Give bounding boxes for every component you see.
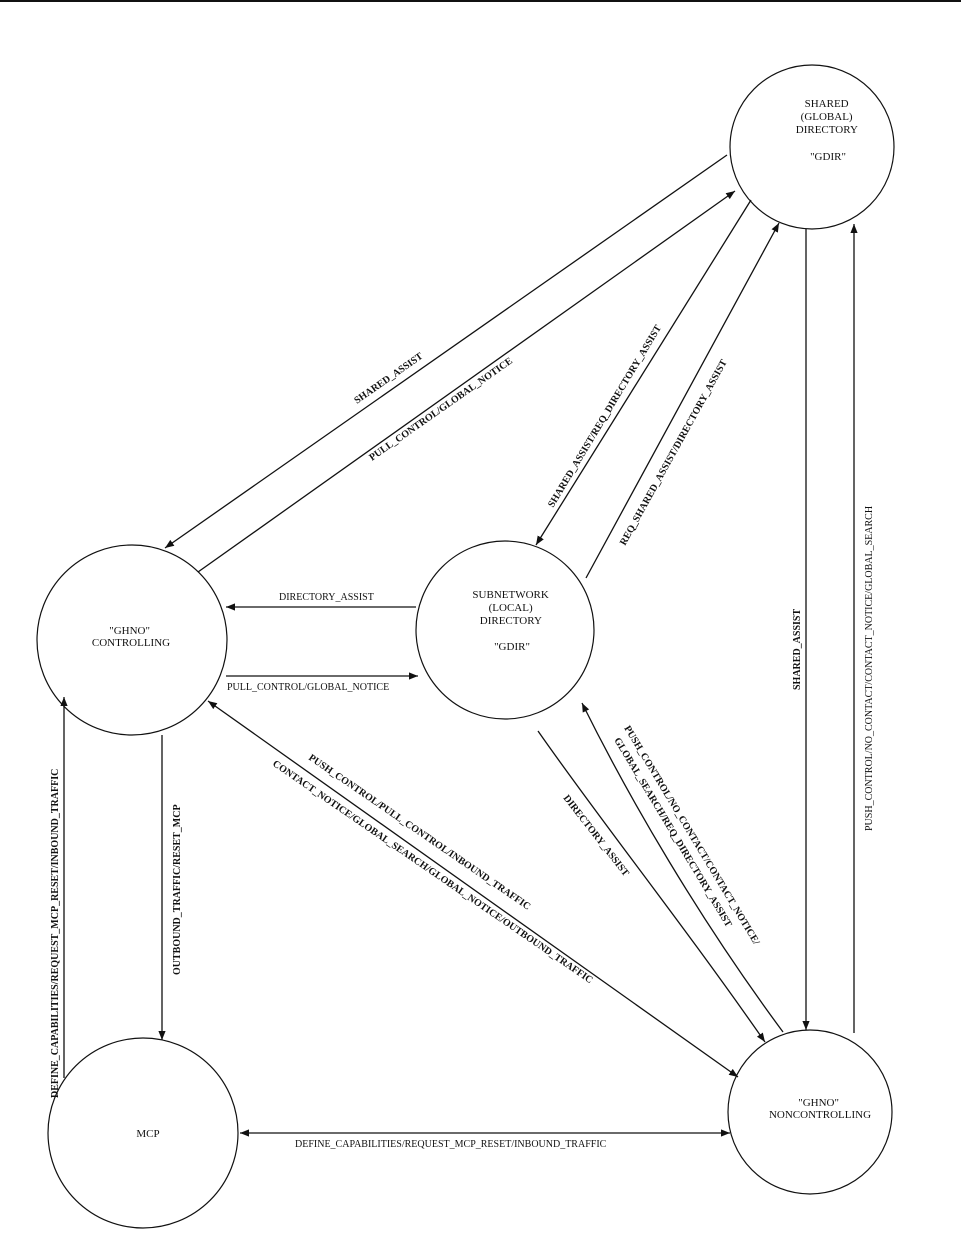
edge-label-shared-assist-vertical: SHARED_ASSIST bbox=[792, 609, 803, 690]
svg-text:"GHNO" NONCONTROLLING: "GHNO" NONCONTROLLING bbox=[769, 1097, 871, 1121]
node-label-line: DIRECTORY bbox=[796, 124, 858, 136]
node-label-line: "GHNO" bbox=[798, 1097, 839, 1109]
edge-label-contact-notice-outbound: CONTACT_NOTICE/GLOBAL_SEARCH/GLOBAL_NOTI… bbox=[270, 758, 594, 986]
svg-text:SUBNETWORK (LOCAL): SUBNETWORK (LOCAL) DIRECTORY "GDIR" bbox=[472, 589, 551, 653]
edge-label-push-control-no-contact: PUSH_CONTROL/NO_CONTACT/CONTACT_NOTICE/ bbox=[621, 724, 761, 947]
node-label-line: "GDIR" bbox=[810, 151, 846, 163]
node-label-line: NONCONTROLLING bbox=[769, 1109, 871, 1121]
edge-noncontrolling-to-subnetwork bbox=[581, 702, 784, 1033]
node-label-line: (LOCAL) bbox=[489, 602, 533, 614]
edge-label-shared-assist-diag: SHARED_ASSIST bbox=[352, 351, 425, 407]
edge-gdir-to-controlling bbox=[164, 154, 728, 549]
node-label-line: MCP bbox=[136, 1128, 159, 1140]
edge-controlling-to-gdir bbox=[197, 190, 736, 573]
node-label-line: SHARED bbox=[805, 98, 849, 110]
node-label-line: SUBNETWORK bbox=[472, 589, 548, 601]
svg-text:MCP: MCP bbox=[136, 1128, 159, 1140]
edge-label-directory-assist-diag: DIRECTORY_ASSIST bbox=[561, 793, 631, 879]
edge-label-directory-assist-horizontal: DIRECTORY_ASSIST bbox=[279, 592, 374, 603]
node-label-line: CONTROLLING bbox=[92, 637, 170, 649]
svg-text:"GHNO" CONTROLLING: "GHNO" CONTROLLING bbox=[92, 625, 170, 649]
edge-label-shared-assist-req-directory-assist: SHARED_ASSIST/REQ_DIRECTORY_ASSIST bbox=[546, 323, 664, 510]
node-label-line: (GLOBAL) bbox=[801, 111, 853, 123]
edge-label-global-search-req-directory-assist: GLOBAL_SEARCH/REQ_DIRECTORY_ASSIST bbox=[611, 736, 733, 930]
edge-label-outbound-traffic-reset-mcp: OUTBOUND_TRAFFIC/RESET_MCP bbox=[172, 804, 183, 975]
node-subnetwork-local-directory: SUBNETWORK (LOCAL) DIRECTORY "GDIR" bbox=[415, 540, 595, 720]
node-label-line: "GHNO" bbox=[109, 625, 150, 637]
edge-label-push-control-pull-control-inbound: PUSH_CONTROL/PULL_CONTROL/INBOUND_TRAFFI… bbox=[306, 752, 532, 912]
node-label-line: "GDIR" bbox=[494, 641, 530, 653]
node-shared-global-directory: SHARED (GLOBAL) DIRECTORY "GDIR" bbox=[729, 64, 895, 230]
edge-label-pull-control-global-notice-horizontal: PULL_CONTROL/GLOBAL_NOTICE bbox=[227, 682, 389, 693]
edge-label-define-capabilities-vertical: DEFINE_CAPABILITIES/REQUEST_MCP_RESET/IN… bbox=[50, 769, 61, 1098]
node-ghno-noncontrolling: "GHNO" NONCONTROLLING bbox=[727, 1029, 893, 1195]
edge-subnetwork-to-gdir bbox=[585, 222, 780, 579]
node-mcp: MCP bbox=[47, 1037, 239, 1229]
edge-label-push-control-global-search-vertical: PUSH_CONTROL/NO_CONTACT/CONTACT_NOTICE/G… bbox=[864, 506, 875, 831]
node-label-line: DIRECTORY bbox=[480, 615, 542, 627]
edge-label-define-capabilities-horizontal: DEFINE_CAPABILITIES/REQUEST_MCP_RESET/IN… bbox=[295, 1139, 607, 1150]
node-ghno-controlling: "GHNO" CONTROLLING bbox=[36, 544, 228, 736]
edge-gdir-to-subnetwork bbox=[535, 199, 752, 546]
svg-text:SHARED (GLOBAL) DI: SHARED (GLOBAL) DIRECTORY "GDIR" bbox=[796, 98, 860, 163]
edge-controlling-noncontrolling bbox=[207, 700, 739, 1078]
